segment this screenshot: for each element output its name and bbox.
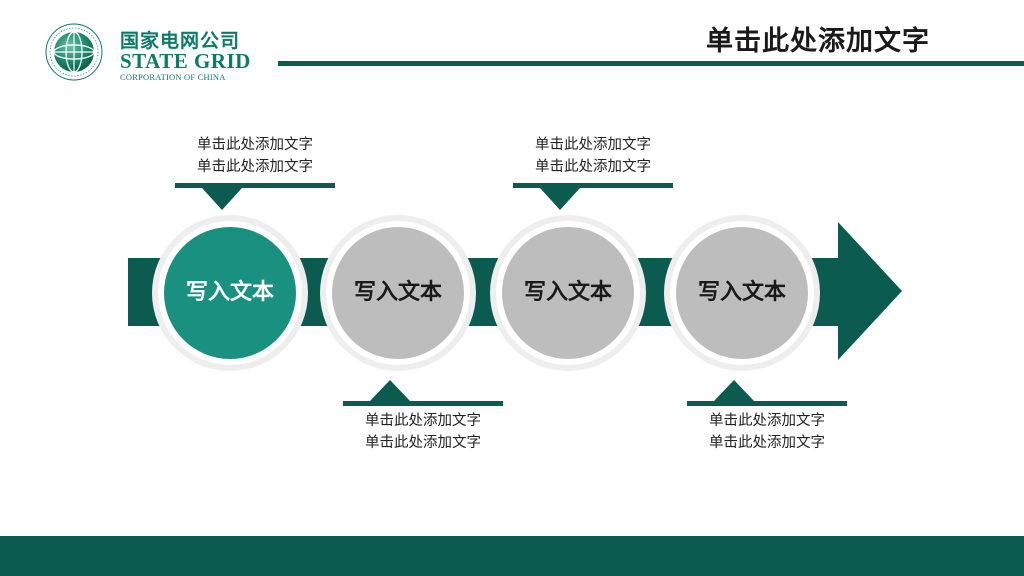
callout-pointer <box>370 380 410 401</box>
callout-line: 单击此处添加文字 <box>709 413 825 429</box>
page-title[interactable]: 单击此处添加文字 <box>706 26 930 57</box>
step-3[interactable] <box>490 215 646 371</box>
state-grid-globe-icon <box>45 23 103 81</box>
callout-line: 单击此处添加文字 <box>535 137 651 153</box>
company-logo: 国家电网公司 STATE GRID CORPORATION OF CHINA <box>38 22 251 82</box>
footer-band <box>0 536 1024 576</box>
callout-line: 单击此处添加文字 <box>365 435 481 451</box>
callout-pointer <box>540 188 580 210</box>
logo-english-name: STATE GRID <box>120 49 251 73</box>
callout-text[interactable]: 单击此处添加文字单击此处添加文字 <box>508 134 678 178</box>
step-circle <box>502 227 634 359</box>
step-circle <box>164 227 296 359</box>
callout-text[interactable]: 单击此处添加文字单击此处添加文字 <box>682 410 852 454</box>
callout-text[interactable]: 单击此处添加文字单击此处添加文字 <box>338 410 508 454</box>
step-label[interactable]: 写入文本 <box>697 280 786 305</box>
callout-bar <box>687 401 847 406</box>
callout-text[interactable]: 单击此处添加文字单击此处添加文字 <box>170 134 340 178</box>
callout-bar <box>513 183 673 188</box>
callout-line: 单击此处添加文字 <box>197 159 313 175</box>
callout-bar <box>175 183 335 188</box>
step-circle <box>332 227 464 359</box>
step-label[interactable]: 写入文本 <box>523 280 612 305</box>
callout-line: 单击此处添加文字 <box>709 435 825 451</box>
callout-pointer <box>202 188 242 210</box>
callout-bar <box>343 401 503 406</box>
step-label[interactable]: 写入文本 <box>353 280 442 305</box>
step-label[interactable]: 写入文本 <box>185 280 274 305</box>
title-underline <box>278 61 1024 66</box>
callout-pointer <box>714 380 754 401</box>
callout-line: 单击此处添加文字 <box>197 137 313 153</box>
callout-line: 单击此处添加文字 <box>535 159 651 175</box>
logo-subtitle: CORPORATION OF CHINA <box>120 72 226 82</box>
step-1[interactable] <box>152 215 308 371</box>
step-4[interactable] <box>664 215 820 371</box>
logo-chinese-name: 国家电网公司 <box>120 30 241 52</box>
step-2[interactable] <box>320 215 476 371</box>
callout-line: 单击此处添加文字 <box>365 413 481 429</box>
step-circle <box>676 227 808 359</box>
